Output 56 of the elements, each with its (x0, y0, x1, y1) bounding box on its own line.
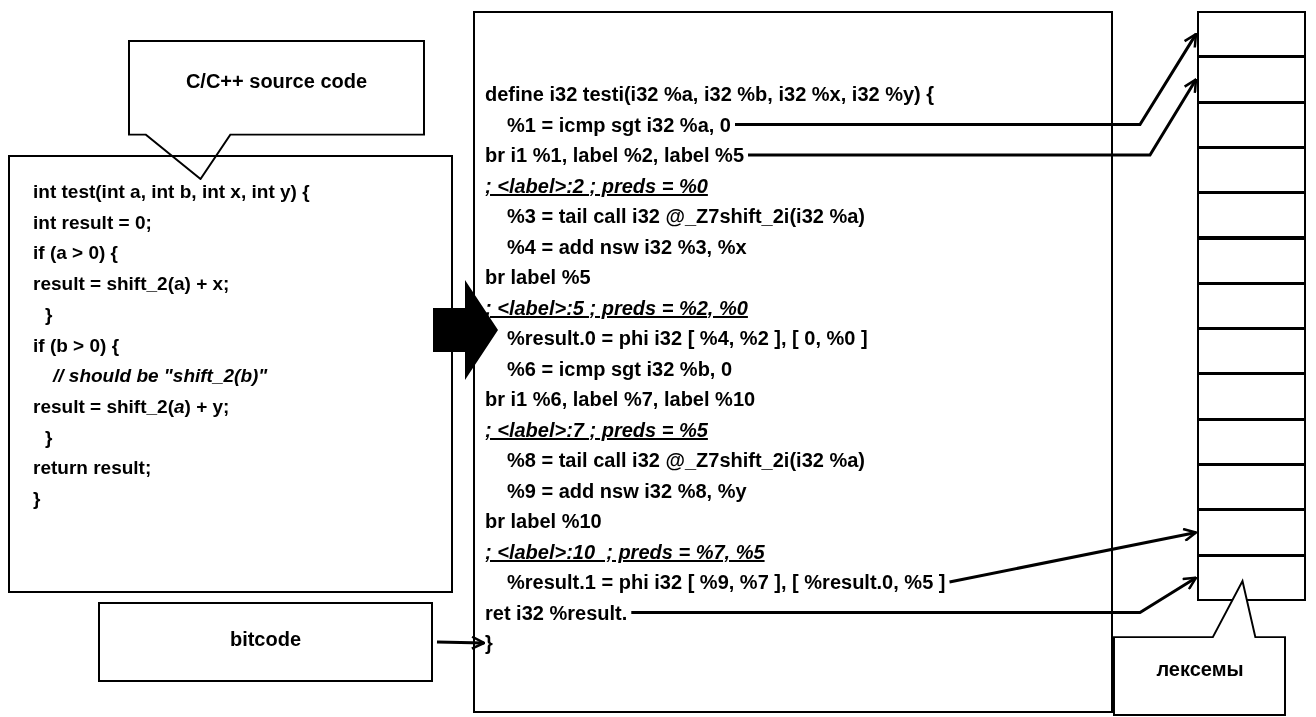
code-line: int result = 0; (33, 211, 152, 234)
code-line: %9 = add nsw i32 %8, %y (507, 479, 747, 502)
block-arrow (433, 280, 498, 380)
arrow (735, 32, 1198, 126)
code-line: %8 = tail call i32 @_Z7shift_2i(i32 %a) (507, 449, 865, 471)
column-cell (1197, 464, 1306, 511)
code-panel (473, 11, 1113, 713)
column-cell (1197, 237, 1306, 284)
callout-label: C/C++ source code (184, 69, 369, 94)
column-cell (1197, 418, 1306, 465)
code-line: result = shift_2(a) + y; (33, 395, 230, 418)
code-line: } (485, 632, 493, 654)
column-cell (1197, 56, 1306, 103)
code-line: define i32 testi(i32 %a, i32 %b, i32 %x, i32 %y) { (485, 83, 935, 105)
code-line: %result.0 = phi i32 [ %4, %2 ], [ 0, %0 ] (507, 327, 868, 349)
code-comment: ; <label>:2 ; preds = %0 (485, 174, 708, 197)
callout-bubble (128, 40, 425, 180)
code-comment: ; <label>:7 ; preds = %5 (485, 418, 708, 441)
code-line: } (33, 488, 41, 510)
column-cell (1197, 328, 1306, 375)
code-line: if (b > 0) { (33, 334, 120, 357)
code-line: %1 = icmp sgt i32 %a, 0 (507, 113, 731, 136)
code-comment: ; <label>:10 ; preds = %7, %5 (485, 540, 765, 563)
code-line: %6 = icmp sgt i32 %b, 0 (507, 357, 733, 380)
callout-box (98, 602, 433, 682)
code-line: return result; (33, 457, 152, 480)
arrow (949, 527, 1198, 584)
code-line: result = shift_2(a) + x; (33, 273, 230, 296)
column-cell (1197, 192, 1306, 239)
code-line: br label %5 (485, 266, 591, 288)
column-cell (1197, 146, 1306, 194)
code-line: } (45, 426, 53, 449)
code-line: ret i32 %result. (485, 601, 628, 624)
code-line: %result.1 = phi i32 [ %9, %7 ], [ %result.0, %5 ] (507, 571, 946, 593)
code-line: } (45, 303, 53, 326)
callout-label: лексемы (1155, 657, 1245, 682)
column-cell (1197, 509, 1306, 556)
arrow (631, 576, 1198, 614)
code-line: if (a > 0) { (33, 242, 118, 265)
code-line: %4 = add nsw i32 %3, %x (507, 235, 747, 258)
code-line: br label %10 (485, 510, 602, 532)
callout-label: bitcode (228, 627, 303, 652)
code-line: br i1 %6, label %7, label %10 (485, 388, 756, 410)
code-comment: // should be "shift_2(b)" (53, 365, 268, 388)
column-cell (1197, 101, 1306, 148)
column-cell (1197, 373, 1306, 420)
arrow (748, 78, 1198, 157)
code-panel (8, 155, 453, 593)
column-cell (1197, 11, 1306, 58)
arrow (436, 635, 486, 650)
column-cell (1197, 282, 1306, 330)
callout-bubble (1113, 578, 1287, 717)
code-line: %3 = tail call i32 @_Z7shift_2i(i32 %a) (507, 205, 865, 227)
column-cell (1197, 554, 1306, 601)
code-line: int test(int a, int b, int x, int y) { (33, 181, 310, 203)
code-line: br i1 %1, label %2, label %5 (485, 144, 744, 166)
